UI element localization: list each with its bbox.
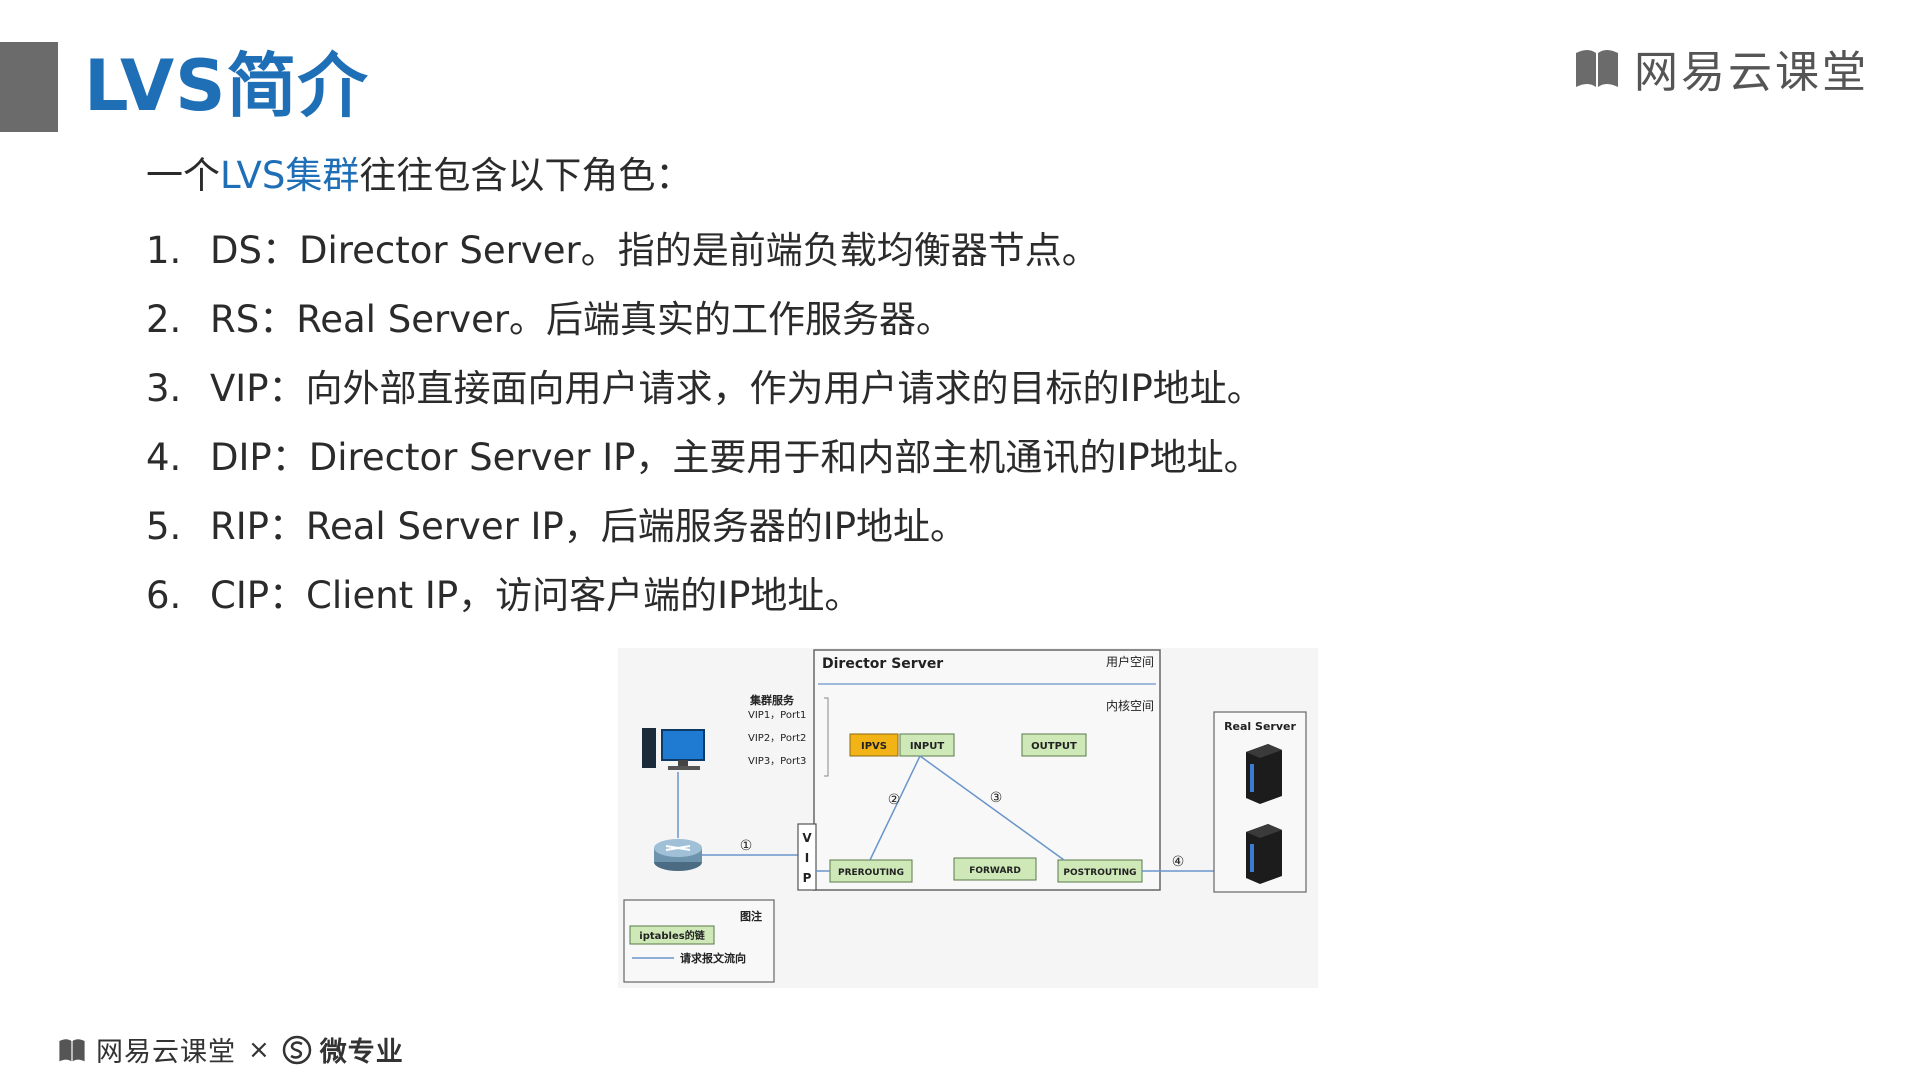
step-2: ② — [888, 792, 901, 808]
client-computer-icon — [642, 728, 705, 770]
vip-port-1: VIP1，Port1 — [748, 710, 806, 721]
footer-micro-major: 微专业 — [319, 1037, 404, 1068]
postrouting-chain-label: POSTROUTING — [1063, 868, 1136, 878]
list-item: 5. RIP：Real Server IP，后端服务器的IP地址。 — [146, 492, 1746, 561]
title-accent-bar — [0, 42, 58, 132]
director-server-box — [813, 649, 1161, 891]
brand-name: 网易云课堂 — [1634, 47, 1869, 98]
step-3: ③ — [990, 790, 1003, 806]
step-4: ④ — [1172, 854, 1185, 870]
prerouting-chain-label: PREROUTING — [838, 868, 904, 878]
legend-chain-swatch — [629, 925, 715, 945]
list-item: 1. DS：Director Server。指的是前端负载均衡器节点。 — [146, 216, 1746, 285]
page-title: LVS简介 — [84, 45, 369, 127]
prerouting-input-flow — [869, 755, 921, 861]
list-item: 3. VIP：向外部直接面向用户请求，作为用户请求的目标的IP地址。 — [146, 354, 1746, 423]
vip-letter-p: P — [803, 871, 812, 885]
forward-chain-label: FORWARD — [969, 866, 1021, 876]
book-icon — [59, 1038, 85, 1061]
lvs-architecture-diagram: Director Server 用户空间 内核空间 集群服务 VIP1，Port… — [618, 648, 1318, 988]
vip-letter-i: I — [805, 851, 809, 865]
brand-logo: 网易云课堂 — [1572, 36, 1869, 100]
kernel-space-label: 内核空间 — [1106, 699, 1154, 713]
router-icon — [654, 839, 702, 871]
footer-brand: 网易云课堂 × 微专业 — [56, 1030, 404, 1069]
book-icon — [1576, 50, 1618, 87]
intro-after: 往往包含以下角色： — [359, 154, 693, 197]
step-1: ① — [740, 838, 753, 854]
legend-title: 图注 — [740, 909, 762, 923]
input-postrouting-flow — [919, 755, 1065, 861]
intro-highlight: LVS集群 — [220, 154, 360, 197]
vip-letter-v: V — [802, 831, 812, 845]
list-item-number: 4. — [146, 436, 182, 479]
list-item-text: DIP：Director Server IP，主要用于和内部主机通讯的IP地址。 — [210, 436, 1261, 479]
list-item-number: 2. — [146, 298, 182, 341]
vip-port-3: VIP3，Port3 — [748, 756, 806, 767]
legend-chain-label: iptables的链 — [639, 929, 705, 942]
footer-brand-name: 网易云课堂 — [96, 1037, 236, 1068]
server-icon — [1246, 744, 1282, 804]
intro-line: 一个LVS集群往往包含以下角色： — [146, 148, 1746, 204]
real-server-label: Real Server — [1224, 720, 1296, 733]
input-chain-label: INPUT — [910, 741, 945, 752]
list-item-number: 6. — [146, 574, 182, 617]
ipvs-chain-label: IPVS — [861, 741, 887, 752]
list-item-number: 1. — [146, 229, 182, 272]
s-logo-icon — [282, 1035, 312, 1064]
vip-port-2: VIP2，Port2 — [748, 733, 806, 744]
list-item-text: RIP：Real Server IP，后端服务器的IP地址。 — [210, 505, 967, 548]
list-item: 2. RS：Real Server。后端真实的工作服务器。 — [146, 285, 1746, 354]
list-item-number: 3. — [146, 367, 182, 410]
role-list: 1. DS：Director Server。指的是前端负载均衡器节点。 2. RS：… — [146, 216, 1746, 630]
output-chain-label: OUTPUT — [1031, 741, 1077, 752]
vip-box — [797, 823, 817, 891]
list-item: 6. CIP：Client IP，访问客户端的IP地址。 — [146, 561, 1746, 630]
user-space-label: 用户空间 — [1106, 654, 1154, 669]
forward-chain-box — [953, 857, 1037, 881]
list-item-text: CIP：Client IP，访问客户端的IP地址。 — [210, 574, 862, 617]
ipvs-chain-box — [849, 733, 899, 757]
cluster-service-label: 集群服务 — [749, 693, 795, 707]
list-item-text: DS：Director Server。指的是前端负载均衡器节点。 — [210, 229, 1099, 272]
director-server-title: Director Server — [822, 656, 943, 672]
cluster-service-bracket — [824, 697, 829, 777]
server-icon — [1246, 824, 1282, 884]
output-chain-box — [1021, 733, 1087, 757]
input-chain-box — [899, 733, 955, 757]
slide-content: 一个LVS集群往往包含以下角色： 1. DS：Director Server。指的… — [146, 148, 1746, 630]
list-item-number: 5. — [146, 505, 182, 548]
footer-separator: × — [248, 1034, 270, 1065]
list-item-text: VIP：向外部直接面向用户请求，作为用户请求的目标的IP地址。 — [210, 367, 1264, 410]
legend-flow-label: 请求报文流向 — [680, 951, 746, 965]
intro-before: 一个 — [146, 154, 220, 197]
list-item-text: RS：Real Server。后端真实的工作服务器。 — [210, 298, 954, 341]
list-item: 4. DIP：Director Server IP，主要用于和内部主机通讯的IP地… — [146, 423, 1746, 492]
